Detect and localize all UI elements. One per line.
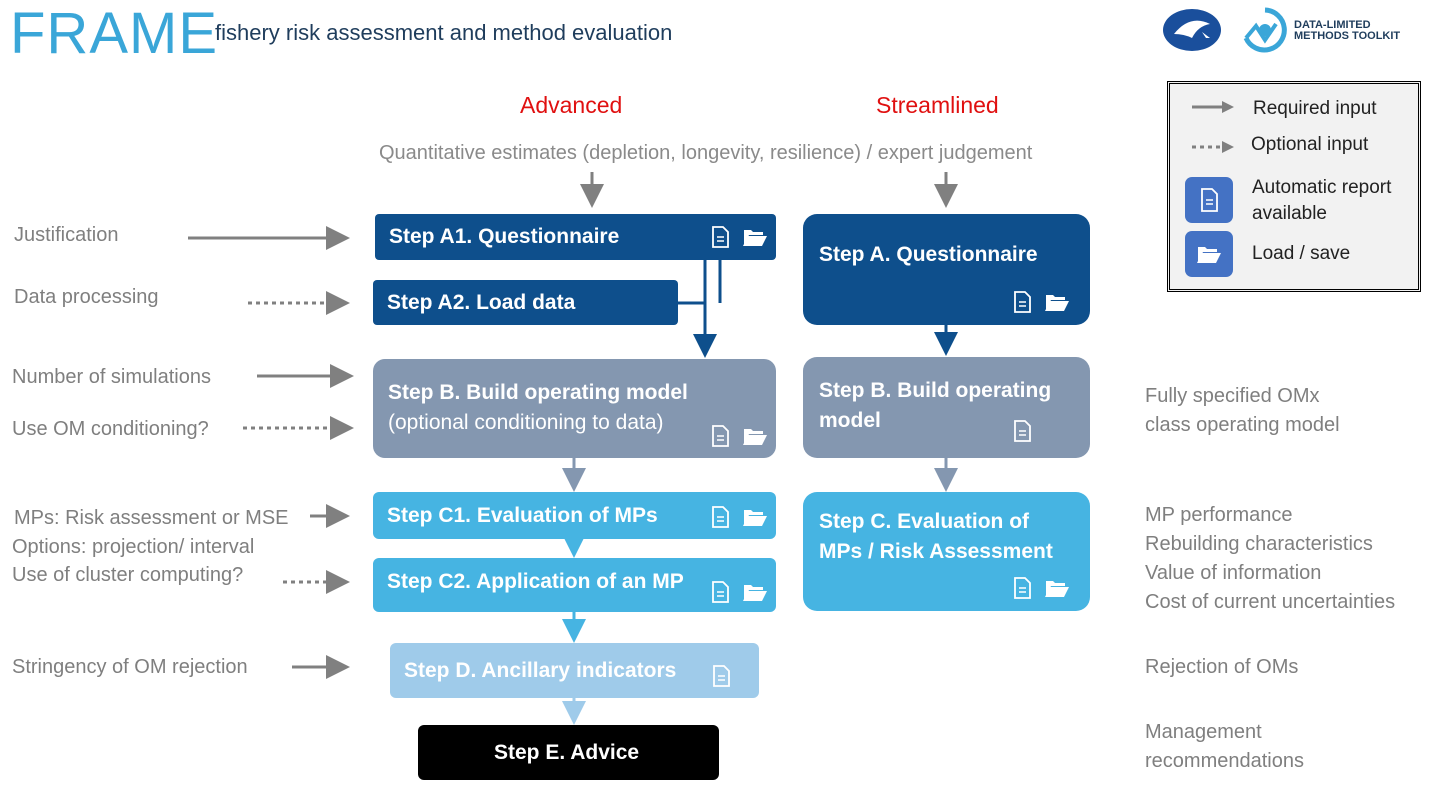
step-c1-evaluation-of-mps[interactable]: Step C1. Evaluation of MPs: [373, 492, 776, 539]
report-document-icon[interactable]: [1010, 576, 1034, 600]
folder-open-icon[interactable]: [742, 424, 767, 448]
brand-subtitle: fishery risk assessment and method evalu…: [215, 20, 673, 45]
msc-logo: [1162, 8, 1222, 52]
step-d-ancillary-indicators[interactable]: Step D. Ancillary indicators: [390, 643, 759, 698]
report-document-icon[interactable]: [1010, 419, 1034, 443]
label-mps-risk-assessment: MPs: Risk assessment or MSE: [14, 507, 289, 529]
step-e-advice[interactable]: Step E. Advice: [418, 725, 719, 780]
folder-open-icon[interactable]: [742, 580, 767, 604]
step-a1-label: Step A1. Questionnaire: [389, 225, 620, 248]
output-d-label: Rejection of OMs: [1145, 656, 1299, 678]
output-b-label: Fully specified OMx class operating mode…: [1145, 385, 1340, 436]
dlmtool-logo-text: DATA-LIMITED METHODS TOOLKIT: [1294, 19, 1401, 42]
label-use-om-conditioning: Use OM conditioning?: [12, 418, 209, 440]
report-document-icon[interactable]: [708, 580, 732, 604]
step-c2-label: Step C2. Application of an MP: [387, 570, 684, 594]
report-document-icon[interactable]: [708, 424, 732, 448]
step-b-title: Step B. Build operating model: [388, 381, 688, 404]
step-a2-load-data[interactable]: Step A2. Load data: [373, 280, 678, 325]
label-stringency-om-rejection: Stringency of OM rejection: [12, 656, 248, 678]
streamlined-step-b-line1: Step B. Build operating: [819, 379, 1052, 402]
dlmtool-logo-icon: [1240, 6, 1290, 54]
step-a2-label: Step A2. Load data: [387, 290, 576, 314]
folder-open-icon[interactable]: [742, 505, 767, 529]
streamlined-step-c-evaluation[interactable]: Step C. Evaluation of MPs / Risk Assessm…: [803, 492, 1090, 611]
step-a1-questionnaire[interactable]: Step A1. Questionnaire: [375, 214, 776, 260]
folder-open-icon[interactable]: [1044, 290, 1069, 314]
step-c2-application-of-mp[interactable]: Step C2. Application of an MP: [373, 558, 776, 612]
streamlined-step-b-build-operating-model[interactable]: Step B. Build operating model: [803, 357, 1090, 458]
optional-input-arrow-icon: [1192, 141, 1234, 153]
folder-open-icon[interactable]: [1044, 576, 1069, 600]
streamlined-step-c-line1: Step C. Evaluation of: [819, 510, 1030, 533]
step-e-label: Step E. Advice: [494, 740, 640, 764]
streamlined-step-a-label: Step A. Questionnaire: [819, 243, 1038, 266]
label-cluster-computing: Use of cluster computing?: [12, 564, 244, 586]
streamlined-step-c-line2: MPs / Risk Assessment: [819, 540, 1053, 563]
folder-open-icon[interactable]: [742, 225, 767, 249]
output-c-label: MP performance Rebuilding characteristic…: [1145, 504, 1396, 613]
step-d-label: Step D. Ancillary indicators: [404, 658, 677, 682]
report-document-icon[interactable]: [1010, 290, 1034, 314]
label-justification: Justification: [14, 224, 119, 246]
brand-title: FRAME: [10, 1, 218, 66]
legend-optional: Optional input: [1251, 134, 1369, 155]
legend-report: Automatic report available: [1252, 177, 1392, 224]
report-document-icon[interactable]: [708, 505, 732, 529]
streamlined-heading: Streamlined: [876, 92, 999, 118]
label-options-projection: Options: projection/ interval: [12, 536, 255, 558]
legend: Required input Optional input Automatic …: [1167, 81, 1421, 292]
step-b-subtitle: (optional conditioning to data): [388, 411, 664, 434]
label-data-processing: Data processing: [14, 286, 159, 308]
required-input-arrow-icon: [1192, 101, 1234, 113]
step-c1-label: Step C1. Evaluation of MPs: [387, 503, 658, 527]
folder-open-icon: [1185, 231, 1233, 277]
report-document-icon[interactable]: [708, 225, 732, 249]
report-document-icon: [1185, 177, 1233, 223]
step-b-build-operating-model[interactable]: Step B. Build operating model (optional …: [373, 359, 776, 458]
legend-load-save: Load / save: [1252, 243, 1351, 264]
output-e-label: Management recommendations: [1145, 721, 1304, 772]
report-document-icon[interactable]: [709, 664, 733, 688]
legend-required: Required input: [1253, 98, 1377, 119]
label-number-of-simulations: Number of simulations: [12, 366, 211, 388]
advanced-heading: Advanced: [520, 92, 623, 118]
input-banner: Quantitative estimates (depletion, longe…: [379, 142, 1033, 164]
streamlined-step-b-line2: model: [819, 409, 881, 432]
streamlined-step-a-questionnaire[interactable]: Step A. Questionnaire: [803, 214, 1090, 325]
